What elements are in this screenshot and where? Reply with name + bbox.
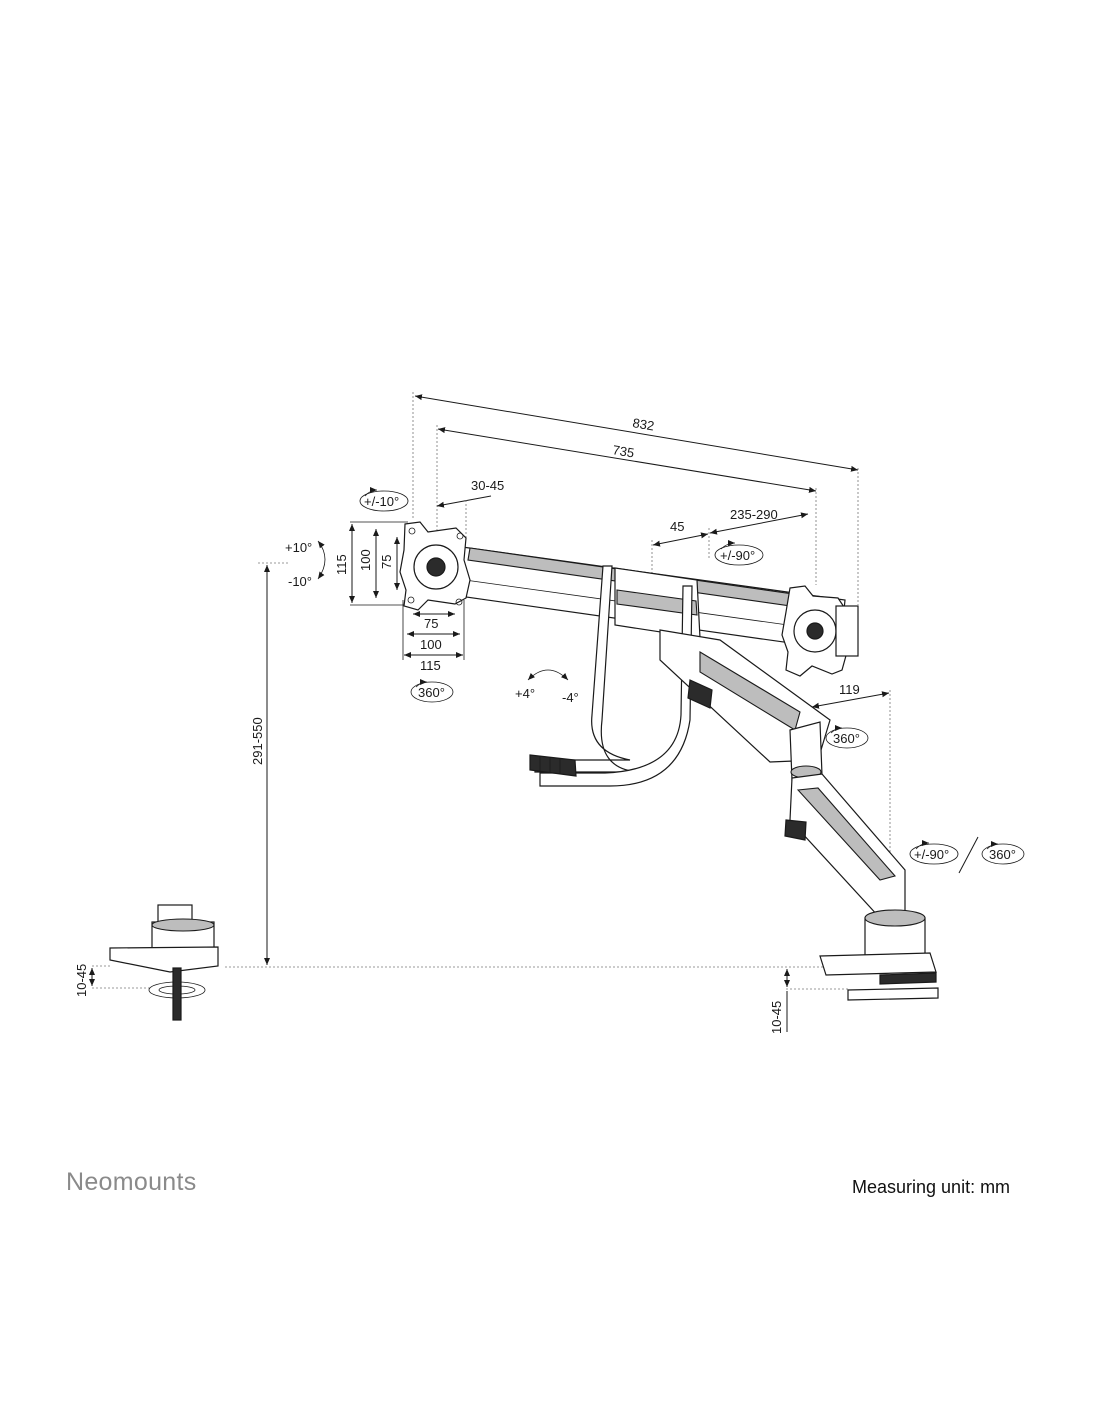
swivel-left-label: +/-10° [364,494,399,509]
handle-tilt-down-label: -4° [562,690,579,705]
height-range-dimension: 291-550 [225,562,880,968]
dim-desk-left: 10-45 [74,964,89,997]
desk-clamp-side-view [109,904,219,1021]
dim-w-75: 75 [424,616,438,631]
handle-tilt-up-label: +4° [515,686,535,701]
vesa-height-dimensions: 115 100 75 [334,521,408,606]
base-rotate-badges: +/-90° 360° [909,836,1025,874]
dim-h-75: 75 [379,555,394,569]
desk-right-dimension: 10-45 [769,969,850,1034]
tilt-up-label: +10° [285,540,312,555]
dim-30-45: 30-45 [471,478,504,493]
dim-h-100: 100 [358,549,373,571]
vesa-width-dimensions: 75 100 115 [402,600,465,673]
swivel-left-badge: +/-10° [359,487,409,512]
dim-desk-right: 10-45 [769,1001,784,1034]
rotate-right-badge: +/-90° [714,540,764,566]
dim-h-115: 115 [334,554,349,575]
dim-291-550: 291-550 [250,717,265,765]
arm-rotate-badge: 360° [825,725,869,749]
handle-tilt-indicator: +4° -4° [515,669,579,705]
dim-735: 735 [612,442,636,460]
arm-rotate-label: 360° [833,731,860,746]
vesa-offset-dimension: 30-45 [436,478,504,540]
arm-depth-dimension: 119 [811,682,891,880]
tilt-indicator: +10° -10° [285,540,326,589]
rotate-right-label: +/-90° [720,548,755,563]
dim-w-115: 115 [420,658,441,673]
dim-119: 119 [839,682,860,697]
monitor-arm-illustration [109,521,939,1021]
base-rotate-b-label: 360° [989,847,1016,862]
rotate-left-label: 360° [418,685,445,700]
measuring-unit-note: Measuring unit: mm [852,1177,1011,1197]
pole-spacing-dimension: 735 [436,425,817,585]
center-range-dimension: 45 235-290 [651,507,809,575]
dim-235-290: 235-290 [730,507,778,522]
dim-832: 832 [632,415,656,433]
dim-45: 45 [670,519,684,534]
desk-left-dimension: 10-45 [74,964,150,997]
rotate-left-badge: 360° [410,679,454,703]
base-rotate-a-label: +/-90° [914,847,949,862]
tilt-down-label: -10° [288,574,312,589]
dim-w-100: 100 [420,637,442,652]
brand-logo-text: Neomounts [66,1168,197,1196]
